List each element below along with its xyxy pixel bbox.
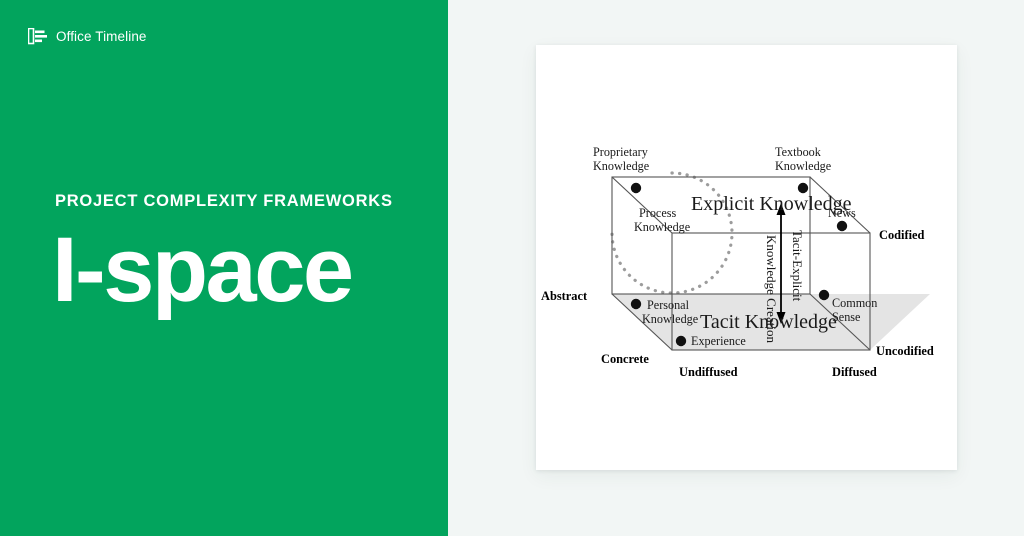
axis-label-diffused: Diffused — [832, 365, 877, 379]
brand-name: Office Timeline — [56, 29, 147, 44]
label-common-sense-line1: Common — [832, 296, 877, 310]
axis-label-uncodified: Uncodified — [876, 344, 934, 358]
label-textbook-knowledge-line2: Knowledge — [775, 159, 831, 173]
label-knowledge-creation: Knowledge Creation — [764, 235, 779, 343]
diagram-card: Proprietary Knowledge Textbook Knowledge… — [536, 45, 957, 470]
label-tacit-knowledge: Tacit Knowledge — [700, 311, 837, 333]
brand-logo[interactable]: Office Timeline — [28, 28, 147, 45]
label-personal-knowledge-line1: Personal — [647, 298, 690, 312]
label-textbook-knowledge-line1: Textbook — [775, 145, 822, 159]
point-news — [836, 220, 848, 232]
knowledge-creation-arrow — [776, 203, 786, 324]
axis-label-undiffused: Undiffused — [679, 365, 738, 379]
cube-floor-face — [612, 294, 930, 350]
left-title-panel: Office Timeline PROJECT COMPLEXITY FRAME… — [0, 0, 448, 536]
axis-label-abstract: Abstract — [541, 289, 588, 303]
i-space-diagram: Proprietary Knowledge Textbook Knowledge… — [536, 45, 957, 470]
point-common-sense — [818, 289, 830, 301]
point-textbook-knowledge — [797, 182, 809, 194]
label-process-knowledge-line1: Process — [639, 206, 676, 220]
page-title: I-space — [52, 219, 354, 321]
gantt-chart-icon — [28, 28, 47, 45]
axis-label-codified: Codified — [879, 228, 925, 242]
label-process-knowledge-line2: Knowledge — [634, 220, 690, 234]
label-proprietary-knowledge-line1: Proprietary — [593, 145, 649, 159]
label-personal-knowledge-line2: Knowledge — [642, 312, 698, 326]
eyebrow-text: PROJECT COMPLEXITY FRAMEWORKS — [55, 192, 393, 210]
label-proprietary-knowledge-line2: Knowledge — [593, 159, 649, 173]
point-personal-knowledge — [630, 298, 642, 310]
point-experience — [675, 335, 687, 347]
point-proprietary-knowledge — [630, 182, 642, 194]
label-explicit-knowledge: Explicit Knowledge — [691, 193, 852, 215]
label-news: News — [828, 206, 856, 220]
knowledge-points — [630, 182, 848, 347]
label-experience: Experience — [691, 334, 746, 348]
cube-wireframe — [611, 176, 871, 351]
axis-label-concrete: Concrete — [601, 352, 649, 366]
label-common-sense-line2: Sense — [832, 310, 860, 324]
label-tacit-explicit: Tacit-Explicit — [790, 230, 805, 302]
